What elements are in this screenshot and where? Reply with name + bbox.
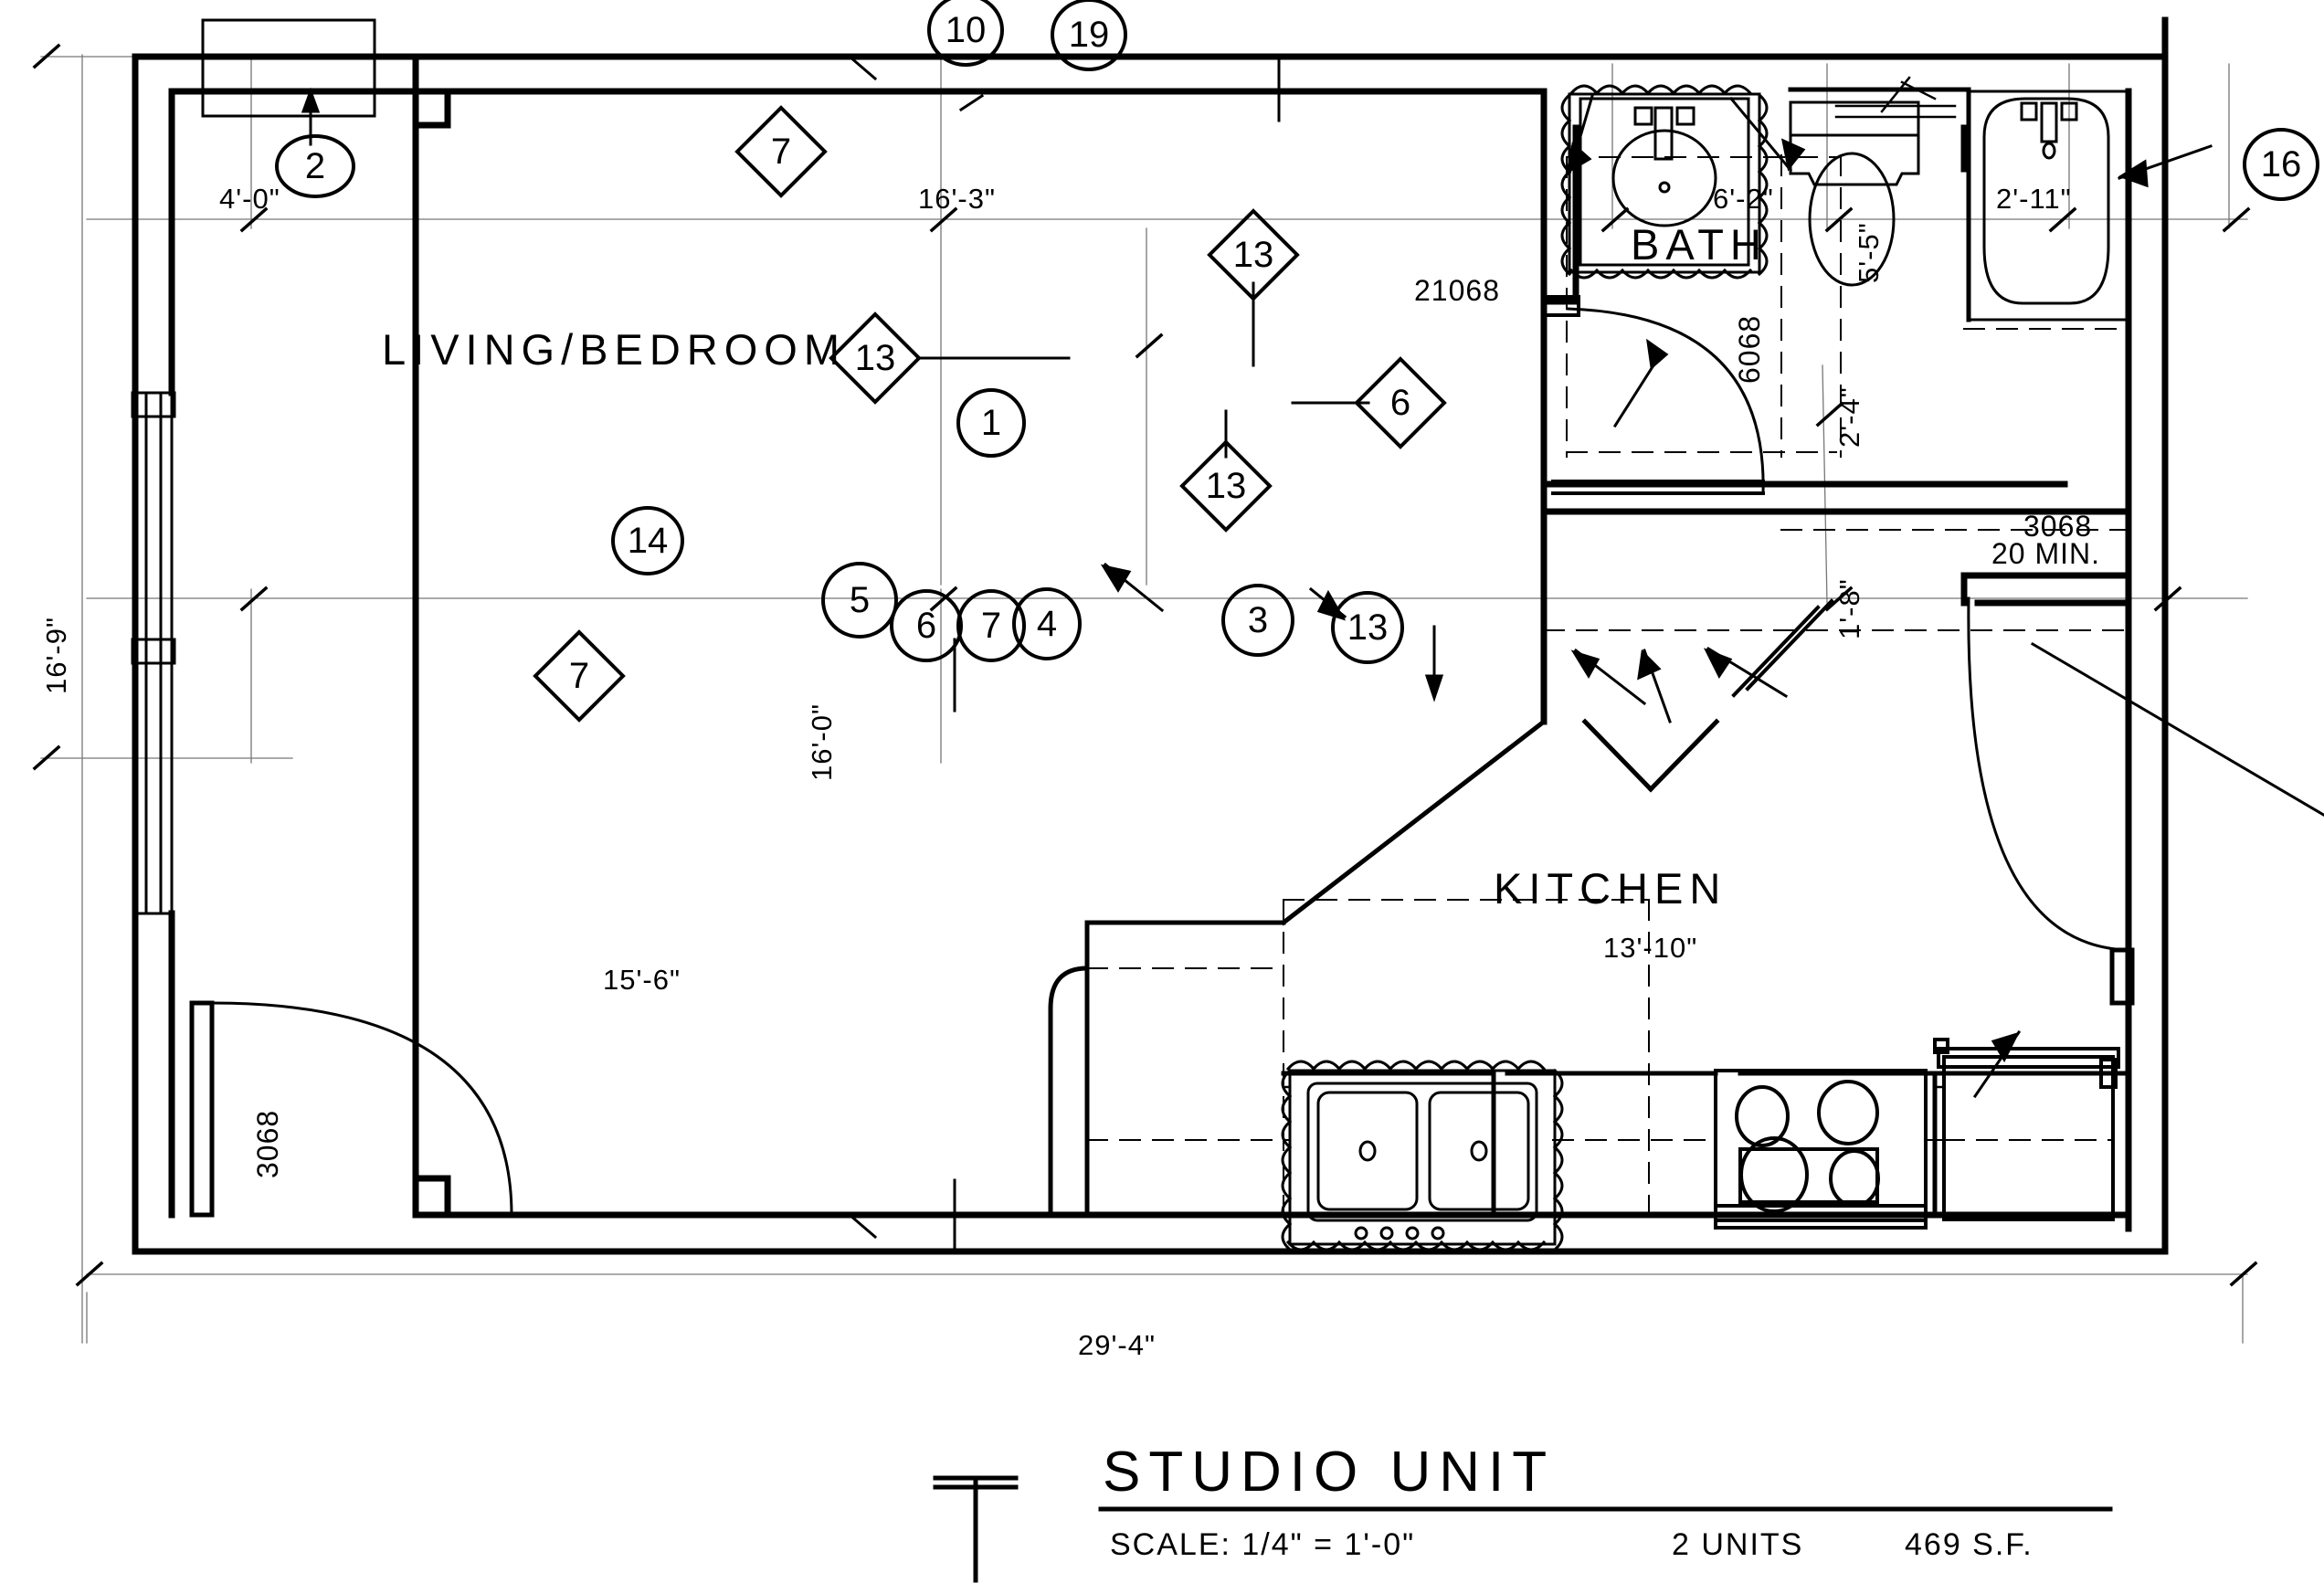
dim-overall-width: 29'-4" (1078, 1329, 1156, 1361)
callout-label-13-right[interactable]: 13 (1347, 607, 1389, 648)
dim-mid-left-segment: 15'-6" (603, 964, 681, 996)
dim-top-left-segment: 4'-0" (219, 183, 280, 215)
door-label-bath: 21068 (1414, 274, 1500, 307)
dim-kitchen-run: 13'-10" (1603, 932, 1698, 964)
callout-label-13c[interactable]: 13 (1205, 465, 1247, 506)
door-label-closet: 6068 (1733, 314, 1766, 384)
callout-circle-7k (956, 589, 1026, 662)
callout-label-7b[interactable]: 7 (568, 655, 590, 696)
callout-label-16[interactable]: 16 (2260, 143, 2302, 185)
dim-hall-width: 2'-4" (1833, 386, 1865, 448)
callout-label-7a[interactable]: 7 (770, 131, 792, 172)
callout-circle-10 (927, 0, 1004, 67)
callout-label-5[interactable]: 5 (849, 579, 871, 620)
callout-circle-3 (1221, 584, 1294, 657)
callout-label-13b[interactable]: 13 (1232, 234, 1274, 275)
drawing-units: 2 UNITS (1672, 1527, 1804, 1562)
dim-bath-depth: 5'-5" (1853, 222, 1885, 283)
callout-label-19[interactable]: 19 (1068, 14, 1110, 55)
callout-circle-6k (890, 589, 963, 662)
drawing-scale: SCALE: 1/4" = 1'-0" (1110, 1527, 1416, 1562)
callout-label-13a[interactable]: 13 (854, 337, 896, 378)
dim-tub-width: 2'-11" (1996, 183, 2072, 215)
dim-overall-height: 16'-9" (40, 617, 72, 694)
callout-label-6a[interactable]: 6 (1389, 382, 1411, 423)
callout-diamond-6a (1354, 356, 1447, 449)
callout-circle-5 (821, 562, 898, 639)
dim-bath-width: 6'-2" (1713, 183, 1774, 215)
door-label-entry-left: 3068 (251, 1109, 284, 1178)
callout-circle-2 (275, 134, 355, 198)
callout-diamond-13c (1179, 439, 1273, 533)
callout-diamond-13b (1207, 208, 1300, 301)
callout-label-2[interactable]: 2 (304, 145, 326, 186)
room-label-kitchen: KITCHEN (1494, 864, 1727, 913)
callout-label-4[interactable]: 4 (1036, 603, 1058, 644)
drawing-area: 469 S.F. (1905, 1527, 2034, 1562)
callout-circle-1 (956, 388, 1026, 458)
door-label-exit-rating: 20 MIN. (1991, 537, 2101, 570)
callout-circle-4 (1012, 587, 1082, 660)
drawing-title: STUDIO UNIT (1103, 1441, 1556, 1504)
room-label-living: LIVING/BEDROOM (382, 325, 847, 374)
dim-living-interior-height: 16'-0" (806, 703, 838, 781)
callout-diamond-7b (533, 629, 626, 723)
callout-label-14[interactable]: 14 (627, 520, 669, 561)
callout-label-1[interactable]: 1 (980, 402, 1002, 443)
dim-kitchen-depth: 1'-8" (1833, 578, 1865, 639)
callout-label-6-kitchen[interactable]: 6 (915, 605, 937, 646)
callout-label-7-kitchen[interactable]: 7 (980, 605, 1002, 646)
callout-label-3[interactable]: 3 (1247, 599, 1269, 640)
dim-top-mid-segment: 16'-3" (918, 183, 996, 215)
callout-diamond-7a (734, 105, 828, 198)
door-label-exit: 3068 (2023, 510, 2093, 543)
callout-circle-14 (611, 506, 684, 575)
callout-label-10[interactable]: 10 (945, 9, 987, 50)
callout-circle-19 (1051, 0, 1127, 71)
callout-diamond-13a (829, 311, 922, 405)
callout-circle-16 (2243, 128, 2319, 201)
room-label-bath: BATH (1631, 220, 1768, 269)
callout-circle-13r (1331, 591, 1404, 664)
